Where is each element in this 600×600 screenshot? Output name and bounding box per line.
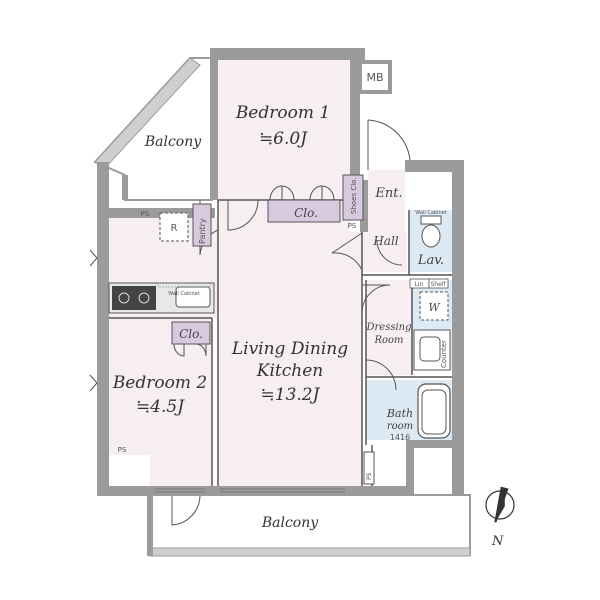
bathroom-label-line1: Bath [386,407,413,420]
bedroom2-size: ≒4.5J [136,397,185,417]
wall-cabinet-wc-label: Wall Cabinet [415,210,446,216]
bathroom-label-line2: room [387,421,413,432]
ldk-name-line1: Living Dining [231,339,348,359]
compass: N [485,486,515,549]
bedroom1-name: Bedroom 1 [235,103,330,123]
bottom-balcony [147,494,471,557]
bathroom-size: 1416 [390,433,410,442]
bedroom2-name: Bedroom 2 [112,373,207,393]
refrigerator [159,212,189,242]
ldk-name-line2: Kitchen [256,361,323,381]
pantry-label: Pantry [198,218,207,244]
closet-bedroom2 [171,321,211,357]
refrigerator-label: R [171,223,178,234]
bedroom1-size: ≒6.0J [259,129,308,149]
dressing-label-line2: Room [373,335,403,346]
shelf-label: Shelf [430,281,446,288]
interior-walls [109,199,452,486]
washer-label: W [428,301,441,314]
top-balcony [93,57,213,201]
lavatory-label: Lav. [417,253,444,268]
bathtub [417,383,451,439]
ps-label-4: PS [366,472,373,480]
ldk-size: ≒13.2J [261,385,321,405]
shoe-closet [342,174,364,221]
linen-shelf [409,278,449,289]
ps-box-bottom [363,451,375,485]
mb-label: MB [366,71,383,84]
wall-cabinet-label: Wall Cabinet [168,291,199,297]
washer [419,291,449,321]
ps-label-3: PS [118,446,127,454]
ps-label-1: PS [141,210,150,218]
ps-label-2: PS [348,222,357,230]
vanity [413,329,451,371]
closet-b2-label: Clo. [179,327,203,341]
dressing-label-line1: Dressing [365,322,411,333]
outer-walls [97,48,464,496]
linen-label: Lin [415,281,424,288]
closet-b1-label: Clo. [294,206,318,220]
compass-north-label: N [491,534,504,549]
counter-label: Counter [440,340,448,368]
windows [155,488,345,493]
shoe-closet-label: Shoes Clo. [350,177,358,214]
closet-bedroom1 [267,185,341,223]
hall-label: Hall [372,234,398,248]
toilet [420,215,442,248]
pantry [192,203,212,247]
top-balcony-label: Balcony [144,134,202,150]
bottom-balcony-label: Balcony [261,515,319,531]
entrance-label: Ent. [374,186,402,201]
kitchen-counter [108,282,215,314]
